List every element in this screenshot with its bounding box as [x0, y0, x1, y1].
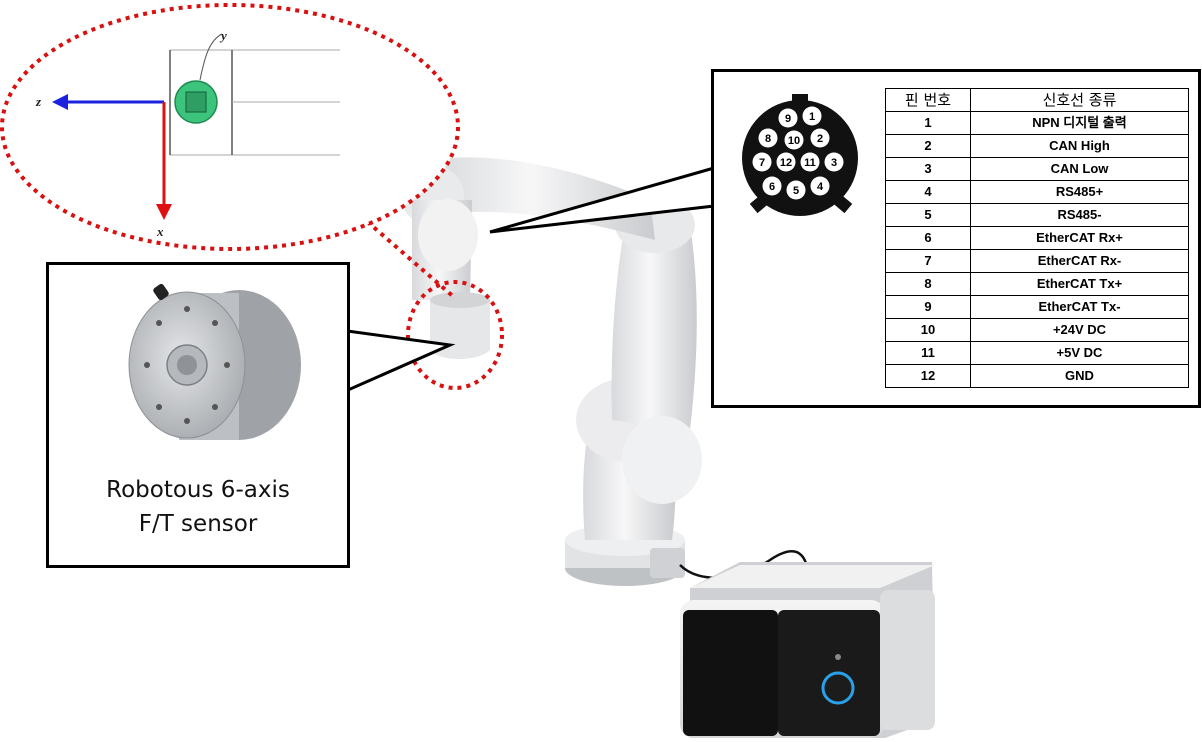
signal-type-cell: RS485+ [970, 180, 1189, 204]
connector-pin [802, 106, 822, 126]
pin-number-cell: 3 [885, 157, 971, 181]
signal-type-cell: EtherCAT Rx- [970, 249, 1189, 273]
connector-pin-label: 11 [804, 157, 816, 169]
connector-pin [786, 180, 806, 200]
pin-number-cell: 9 [885, 295, 971, 319]
pin-number-cell: 5 [885, 203, 971, 227]
connector-pin [758, 128, 778, 148]
pin-number-cell: 11 [885, 341, 971, 365]
connector-pin [752, 152, 772, 172]
pin-number-cell: 4 [885, 180, 971, 204]
pin-number-cell: 1 [885, 111, 971, 135]
signal-type-cell: GND [970, 364, 1189, 388]
header-signal: 신호선 종류 [970, 88, 1189, 112]
z-axis-label: z [35, 94, 42, 109]
pin-number-cell: 6 [885, 226, 971, 250]
connector-pin-label: 5 [793, 185, 799, 197]
connector-pin-label: 10 [788, 135, 800, 147]
dotted-connector-line [338, 196, 457, 300]
y-axis-label: y [219, 28, 227, 43]
connector-pin-label: 4 [817, 181, 824, 193]
signal-type-cell: CAN Low [970, 157, 1189, 181]
controller-box [680, 562, 935, 738]
pin-number-cell: 7 [885, 249, 971, 273]
signal-type-cell: +24V DC [970, 318, 1189, 342]
power-button-icon [821, 671, 855, 705]
signal-type-cell: CAN High [970, 134, 1189, 158]
pin-number-cell: 12 [885, 364, 971, 388]
signal-type-cell: RS485- [970, 203, 1189, 227]
signal-type-cell: EtherCAT Rx+ [970, 226, 1189, 250]
signal-type-cell: EtherCAT Tx+ [970, 272, 1189, 296]
signal-type-cell: NPN 디지털 출력 [970, 111, 1189, 135]
coordinate-frame-callout: z x y [0, 3, 460, 300]
pin-number-cell: 10 [885, 318, 971, 342]
signal-type-cell: +5V DC [970, 341, 1189, 365]
connector-pin-label: 6 [769, 181, 775, 193]
connector-pin-label: 1 [809, 111, 815, 123]
table-row: 10+24V DC [885, 318, 1189, 342]
ft-sensor-image [128, 284, 301, 440]
connector-pin [800, 152, 820, 172]
sensor-caption-line2: F/T sensor [138, 511, 258, 537]
pin-number-cell: 8 [885, 272, 971, 296]
connector-pin-label: 2 [817, 133, 823, 145]
connector-pin-label: 9 [785, 113, 791, 125]
connector-pin-label: 12 [780, 157, 792, 169]
connector-pin-label: 3 [831, 157, 837, 169]
table-row: 11+5V DC [885, 341, 1189, 365]
signal-type-cell: EtherCAT Tx- [970, 295, 1189, 319]
connector-pin [776, 152, 796, 172]
sensor-caption-line1: Robotous 6-axis [106, 477, 290, 503]
sensor-location-circle [406, 280, 504, 390]
connector-pin [784, 130, 804, 150]
connector-pin-label: 7 [759, 157, 765, 169]
sensor-caption: Robotous 6-axis F/T sensor [49, 473, 347, 541]
connector-pin [778, 108, 798, 128]
sensor-callout: Robotous 6-axis F/T sensor [46, 262, 350, 568]
connector-pin [810, 128, 830, 148]
connector-pin-label: 8 [765, 133, 771, 145]
pin-table-header: 핀 번호 신호선 종류 [885, 88, 1189, 112]
connector-pin [762, 176, 782, 196]
connector-pin [824, 152, 844, 172]
connector-pin [810, 176, 830, 196]
header-pin: 핀 번호 [885, 88, 971, 112]
x-axis-label: x [156, 224, 164, 239]
pin-number-cell: 2 [885, 134, 971, 158]
dotted-ellipse [0, 3, 460, 251]
